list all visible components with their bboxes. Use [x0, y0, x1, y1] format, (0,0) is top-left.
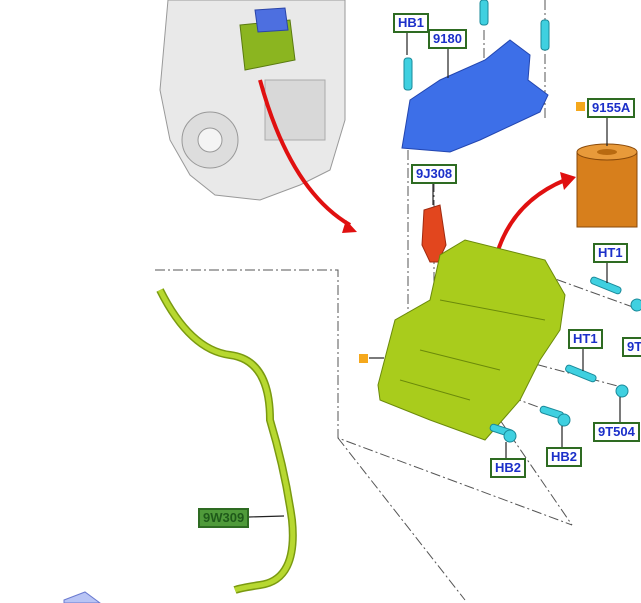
- callout-ht1-top[interactable]: HT1: [593, 243, 628, 263]
- location-arrow: [258, 79, 352, 227]
- bolts: [403, 0, 641, 443]
- callout-9180[interactable]: 9180: [428, 29, 467, 49]
- fuel-filter-cover: [401, 39, 549, 153]
- callout-9w309[interactable]: 9W309: [198, 508, 250, 528]
- callout-9t-cut[interactable]: 9T: [622, 337, 641, 357]
- callout-9t504[interactable]: 9T504: [593, 422, 640, 442]
- note-marker: [359, 354, 368, 363]
- fuel-filter-housing: [377, 239, 566, 441]
- note-marker: [576, 102, 585, 111]
- callout-9j308[interactable]: 9J308: [411, 164, 458, 184]
- view-direction-icon: [63, 591, 101, 603]
- callout-hb2-left[interactable]: HB2: [490, 458, 527, 478]
- leader-lines: [248, 31, 621, 518]
- callout-ht1-mid[interactable]: HT1: [568, 329, 603, 349]
- fuel-hose: [156, 288, 297, 594]
- callout-9155a[interactable]: 9155A: [587, 98, 636, 118]
- callout-hb2-right[interactable]: HB2: [546, 447, 583, 467]
- fuel-filter-element: [576, 143, 638, 228]
- engine-illustration: [159, 0, 346, 201]
- callout-hb1[interactable]: HB1: [393, 13, 430, 33]
